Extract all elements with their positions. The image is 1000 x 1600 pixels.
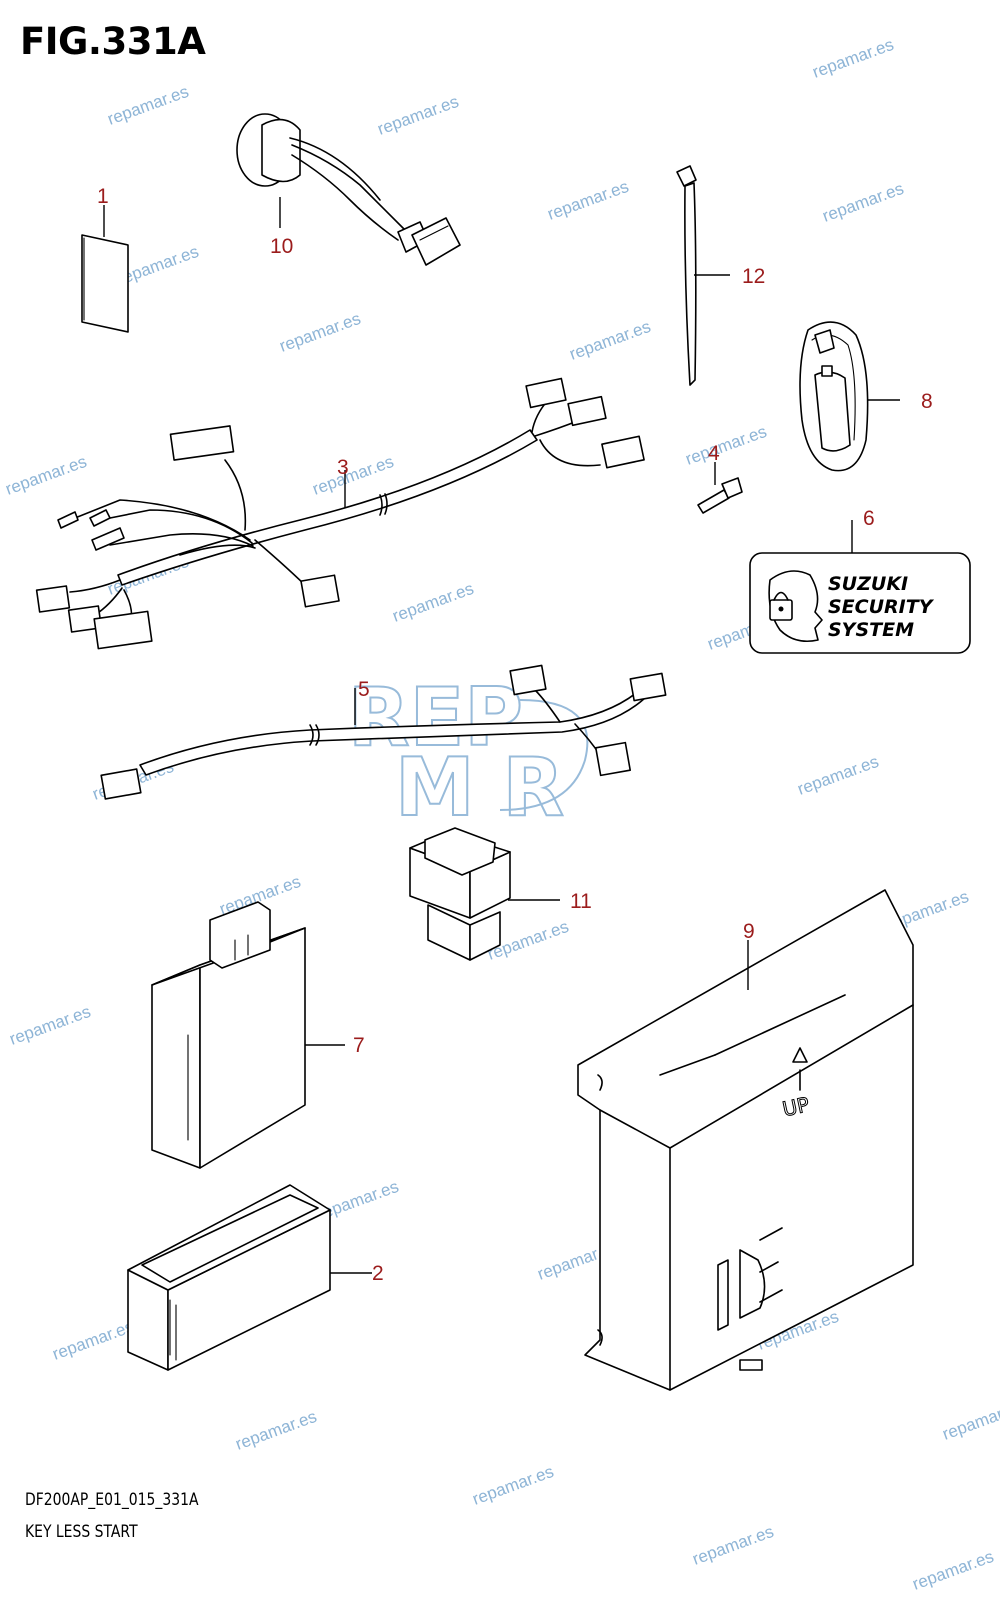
watermark-text: repamar.es	[795, 752, 881, 799]
callout-6: 6	[863, 507, 875, 530]
callout-10: 10	[270, 235, 293, 258]
security-label-line3: SYSTEM	[828, 619, 914, 641]
watermark-logo: REP M R	[347, 670, 589, 835]
part-8-key-fob	[799, 321, 869, 472]
watermark-text: repamar.es	[567, 317, 653, 364]
part-6-security-label: SUZUKI SECURITY SYSTEM	[749, 552, 971, 654]
callout-8: 8	[921, 390, 933, 413]
figure-title: FIG.331A	[20, 20, 206, 63]
part-10-sensor-harness	[236, 113, 461, 266]
callout-12: 12	[742, 265, 765, 288]
part-12-cable-tie	[676, 165, 697, 386]
callout-2: 2	[372, 1262, 384, 1285]
watermark-text: repamar.es	[105, 82, 191, 129]
watermark-text: repamar.es	[940, 1397, 1000, 1444]
part-3-main-harness	[35, 377, 645, 650]
watermark-text: repamar.es	[470, 1462, 556, 1509]
callout-5: 5	[358, 678, 370, 701]
watermark-text: repamar.es	[7, 1002, 93, 1049]
watermark-text: repamar.es	[50, 1317, 136, 1364]
callout-3: 3	[337, 456, 349, 479]
leaders	[103, 197, 900, 1274]
watermark-text: repamar.es	[233, 1407, 319, 1454]
watermark-text: repamar.es	[375, 92, 461, 139]
watermark-text: repamar.es	[690, 1522, 776, 1569]
watermark-text: repamar.es	[910, 1547, 996, 1594]
part-2-holder	[127, 1184, 331, 1371]
part-5-harness	[100, 664, 667, 800]
callout-1: 1	[97, 185, 109, 208]
watermark-logo-bottom: M R	[395, 741, 564, 834]
watermark-text: repamar.es	[820, 179, 906, 226]
part-9-ecu: UP	[577, 889, 914, 1391]
part-1-sheet	[81, 234, 129, 333]
watermark-text: repamar.es	[683, 422, 769, 469]
security-label-line1: SUZUKI	[828, 573, 908, 595]
figure-name: KEY LESS START	[25, 1522, 138, 1542]
watermark-text: repamar.es	[545, 177, 631, 224]
figure-code: DF200AP_E01_015_331A	[25, 1490, 199, 1510]
callout-7: 7	[353, 1034, 365, 1057]
watermark-logo-top: REP	[348, 671, 523, 764]
callout-9: 9	[743, 920, 755, 943]
callouts: 1 2 3 4 5 6 7 8 9 10 11 12	[97, 185, 933, 1285]
callout-4: 4	[708, 442, 720, 465]
security-label-line2: SECURITY	[828, 596, 935, 618]
part-4-screw	[697, 477, 743, 514]
callout-11: 11	[570, 890, 592, 913]
watermark-text: repamar.es	[810, 35, 896, 82]
part-11-relay	[409, 827, 511, 961]
watermark-text: repamar.es	[3, 452, 89, 499]
part-7-control-module	[151, 901, 306, 1169]
watermark-text: repamar.es	[277, 309, 363, 356]
watermark-text: repamar.es	[310, 452, 396, 499]
watermark-text: repamar.es	[390, 579, 476, 626]
